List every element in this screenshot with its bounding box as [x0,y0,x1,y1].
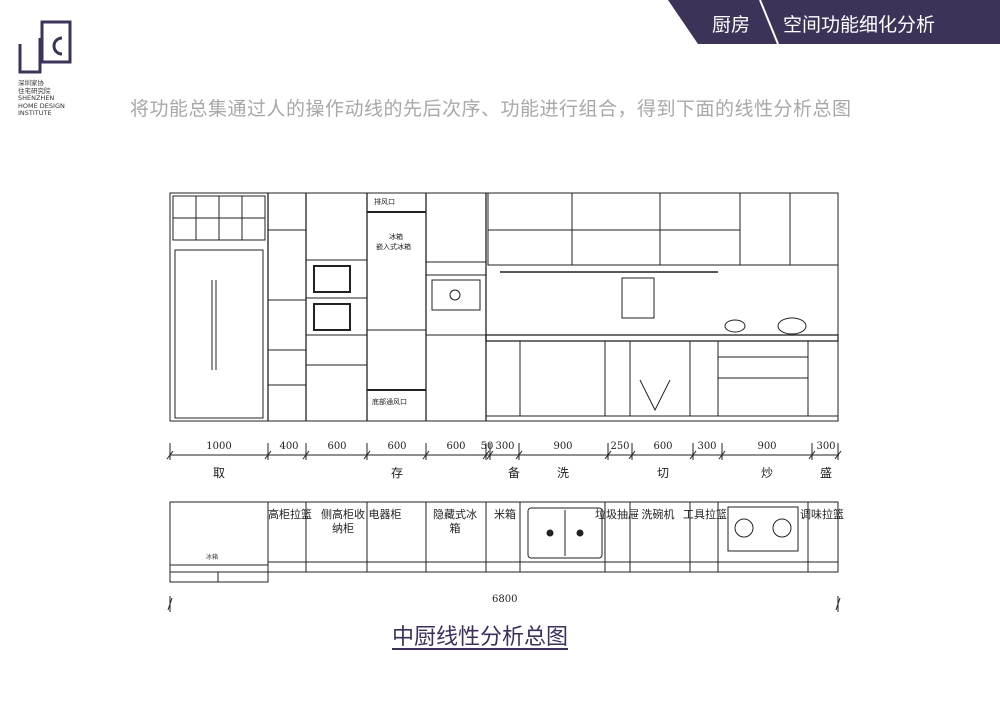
stage-label: 炒 [760,466,774,480]
dimension-label: 600 [446,441,466,452]
dimension-label: 900 [757,441,777,452]
dimension-label: 400 [279,441,299,452]
fridge-type-label: 嵌入式冰箱 [376,243,411,251]
stage-label: 盛 [819,466,833,480]
header-section: 厨房 [712,14,751,36]
dimension-label: 250 [610,441,630,452]
dimension-line [166,443,842,460]
cabinet-label: 高柜拉篮 [268,508,312,521]
cabinet-label: 工具拉篮 [683,508,727,521]
dimension-label: 300 [495,441,515,452]
stage-label: 取 [212,466,226,480]
logo-line: INSTITUTE [18,109,52,117]
fridge-label: 冰箱 [389,233,403,241]
header-title: 空间功能细化分析 [783,14,936,36]
cabinet-label: 调味拉篮 [800,508,844,521]
logo-line: SHENZHEN [18,94,55,102]
plan-drawing [167,501,841,612]
vent-top-label: 排风口 [374,198,395,206]
logo-line: 深圳家协 [18,79,44,87]
stage-label: 切 [656,466,670,480]
header-banner [668,0,1000,45]
dimension-label: 600 [653,441,673,452]
stage-label: 存 [390,466,404,480]
cabinet-label: 隐藏式冰箱 [433,508,477,535]
section-header: 厨房 空间功能细化分析 [668,0,1000,45]
cabinet-label: 洗碗机 [641,508,675,521]
vent-bottom-label: 底部通风口 [372,398,407,406]
dimension-label: 1000 [206,441,232,452]
cabinet-label: 米箱 [494,508,516,521]
dimension-label: 50 [480,441,494,452]
logo-text: 深圳家协 住宅研究院 SHENZHEN HOME DESIGN INSTITUT… [18,79,88,118]
cabinet-label: 垃圾抽屉 [595,508,639,521]
dimension-label: 900 [553,441,573,452]
logo-mark [18,20,72,74]
logo-line: 住宅研究院 [18,86,51,95]
cabinet-label: 电器柜 [368,508,402,521]
elevation-drawing [169,192,839,422]
dimension-label: 600 [327,441,347,452]
dimension-label: 300 [816,441,836,452]
dimension-label: 600 [387,441,407,452]
diagram-title: 中厨线性分析总图 [392,625,569,650]
logo-line: HOME DESIGN [18,101,65,110]
stage-label: 洗 [556,466,570,480]
stage-label: 备 [507,466,521,480]
cabinet-label: 侧高柜收纳柜 [321,508,365,535]
plan-fridge-label: 冰箱 [206,554,219,561]
dimension-label: 300 [697,441,717,452]
total-length: 6800 [492,594,518,605]
subtitle: 将功能总集通过人的操作动线的先后次序、功能进行组合，得到下面的线性分析总图 [130,98,852,120]
institute-logo [18,20,74,82]
